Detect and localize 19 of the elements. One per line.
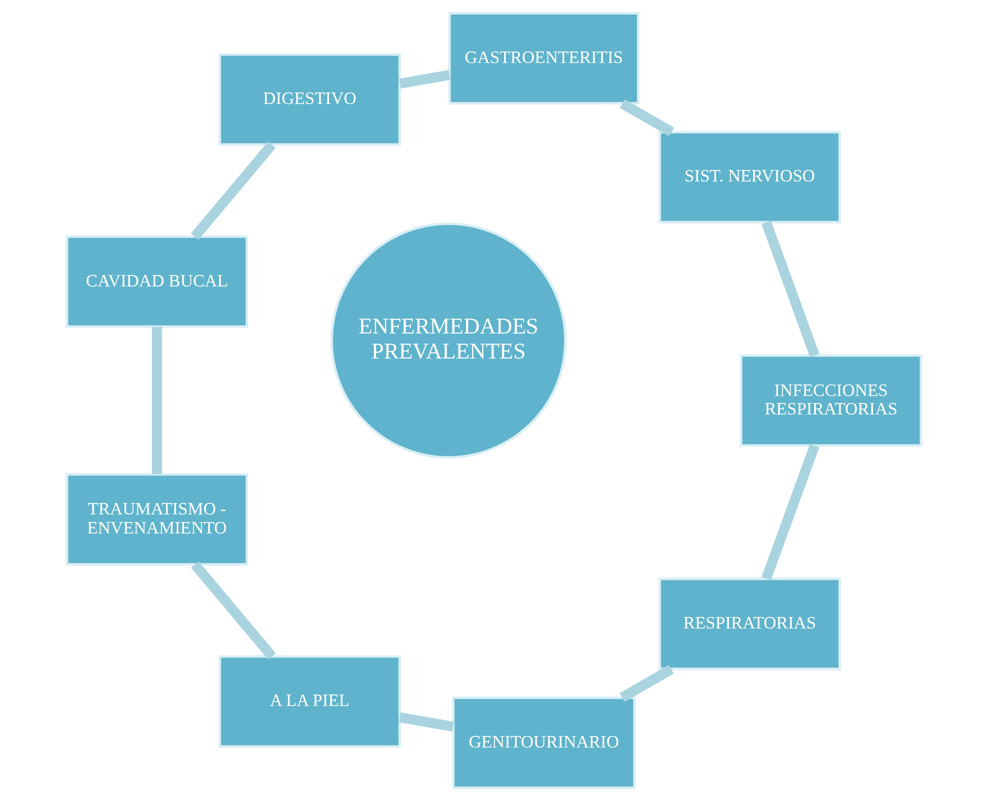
node-box: SIST. NERVIOSO: [658, 130, 841, 224]
connector: [762, 220, 820, 358]
node-box: GASTROENTERITIS: [448, 12, 640, 104]
node-box: DIGESTIVO: [218, 53, 401, 146]
connector: [761, 444, 820, 580]
node-box: TRAUMATISMO - ENVENAMIENTO: [66, 473, 248, 566]
connector: [399, 70, 450, 89]
connector: [152, 326, 162, 474]
node-box: INFECCIONES RESPIRATORIAS: [740, 354, 922, 447]
connector: [398, 712, 454, 732]
node-circle: ENFERMEDADES PREVALENTES: [330, 222, 567, 459]
connector: [191, 561, 276, 660]
node-box: GENITOURINARIO: [452, 696, 636, 789]
connector: [190, 141, 276, 240]
node-box: CAVIDAD BUCAL: [66, 235, 248, 328]
node-box: RESPIRATORIAS: [658, 578, 841, 670]
node-box: A LA PIEL: [218, 655, 401, 748]
connector: [620, 664, 674, 702]
connector: [620, 99, 674, 136]
